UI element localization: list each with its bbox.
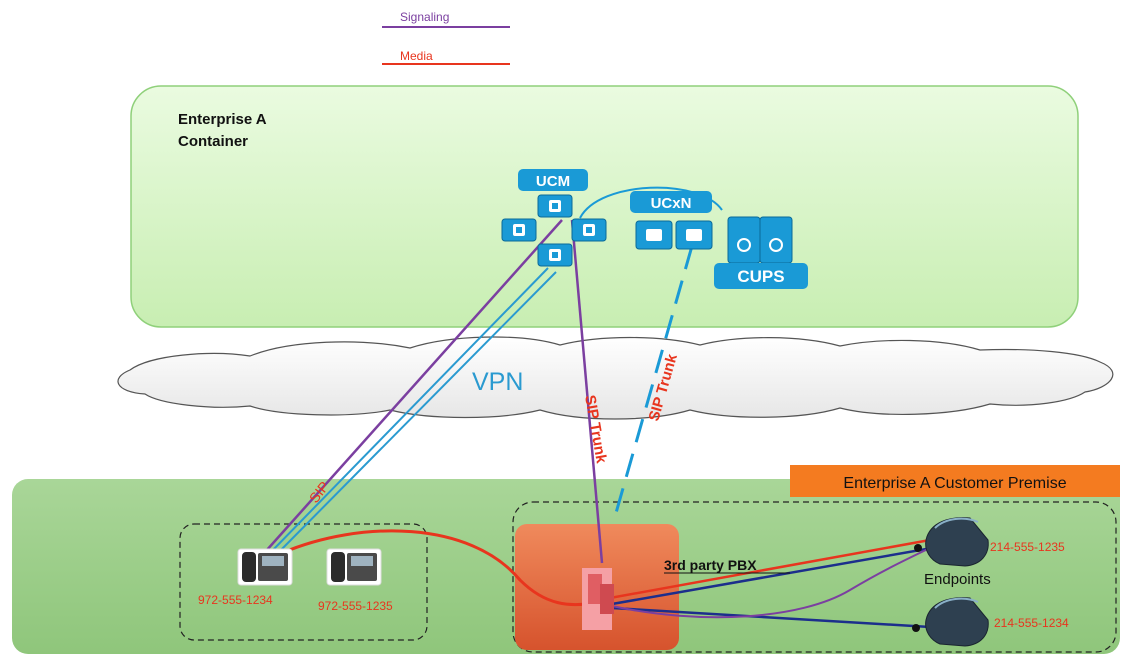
ip-phone-icon: [326, 548, 382, 586]
vpn-line-2: [273, 271, 557, 558]
cups-label: CUPS: [737, 267, 784, 286]
ucm-label-box: [518, 169, 588, 191]
endpoints-label: Endpoints: [924, 571, 991, 588]
media-line-endpoint-top: [609, 538, 931, 600]
pbx-endpoints-group: [512, 501, 1117, 653]
enterprise-container: Enterprise A Container: [130, 85, 1079, 328]
ucxn-server-icon: [635, 220, 713, 250]
pbx-label: 3rd party PBX: [664, 557, 757, 573]
desk-phone-icon: [912, 597, 989, 647]
cloud-shape: [117, 336, 1114, 420]
phone1-number: 972-555-1234: [198, 593, 273, 607]
connections: [265, 186, 933, 629]
container-title-line1: Enterprise A: [178, 111, 267, 128]
ucxn-cluster: UCxN: [630, 191, 713, 250]
legend-media-label: Media: [400, 49, 433, 63]
ucm-cluster: UCM: [501, 169, 607, 267]
vpn-line-1: [269, 267, 549, 554]
container-title-line2: Container: [178, 133, 248, 150]
legend-signaling-label: Signaling: [400, 10, 449, 24]
ip-phone-icon: [237, 548, 293, 586]
sip-trunk-signaling-line: [570, 219, 604, 564]
pbx-server-icon: [582, 568, 614, 630]
endpoint-top-number: 214-555-1235: [990, 540, 1065, 554]
endpoint-line-bottom: [611, 606, 931, 629]
container-box: [130, 85, 1079, 328]
local-phones-group: [179, 523, 428, 641]
premise-banner: [790, 465, 1120, 497]
endpoint-bottom-number: 214-555-1234: [994, 616, 1069, 630]
ucxn-label: UCxN: [651, 195, 692, 212]
media-line-local: [281, 529, 599, 607]
cups-server-icon: [727, 216, 793, 264]
premise-title: Enterprise A Customer Premise: [843, 475, 1066, 492]
sip-signaling-line: [265, 219, 563, 552]
desk-phone-icon: [914, 517, 989, 567]
ucm-label: UCM: [536, 173, 570, 190]
endpoint-line-top: [611, 546, 933, 606]
cups-label-box: [714, 263, 808, 289]
internet-cloud: VPN: [117, 336, 1114, 420]
legend: Signaling Media: [382, 10, 510, 65]
cups-cluster: CUPS: [714, 216, 808, 289]
ucm-server-icon: [501, 194, 607, 267]
vpn-label: VPN: [472, 368, 523, 396]
signaling-endpoint-curve: [611, 547, 931, 619]
ucxn-label-box: [630, 191, 712, 213]
sip-trunk-ucxn-line: [612, 245, 694, 521]
phone2-number: 972-555-1235: [318, 599, 393, 613]
